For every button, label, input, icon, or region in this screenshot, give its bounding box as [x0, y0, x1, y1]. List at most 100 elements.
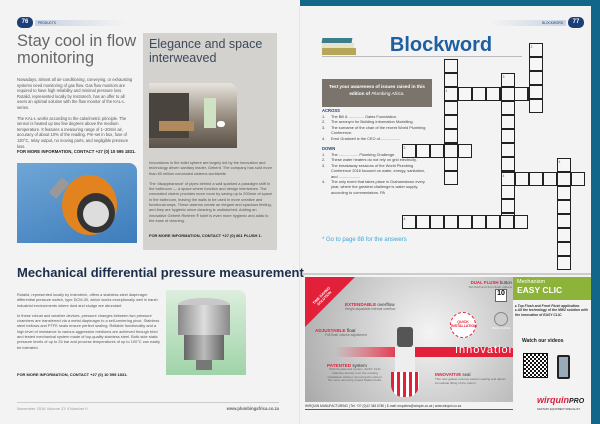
crossword-cell[interactable] [557, 186, 571, 200]
crossword-cell[interactable] [430, 215, 444, 229]
crossword-cell[interactable] [557, 256, 571, 270]
crossword-cell[interactable] [444, 59, 458, 73]
crossword-cell[interactable] [416, 144, 430, 158]
crossword-cell[interactable] [501, 101, 515, 115]
crossword-cell[interactable] [444, 144, 458, 158]
feature-head: PATENTED [327, 363, 352, 368]
crossword-cell[interactable] [486, 215, 500, 229]
flush-mechanism [385, 302, 425, 397]
paragraph: In these robust and weather devices, pre… [17, 312, 160, 350]
crossword-cell[interactable] [472, 215, 486, 229]
crossword-cell[interactable]: 1 [444, 87, 458, 101]
crossword-cell[interactable]: 4 [501, 172, 515, 186]
product-panel-header: Mechanism EASY CLIC [513, 277, 591, 300]
clue: 3.The breakaway sessions of the World Pl… [322, 163, 432, 179]
article-title: Stay cool in flow monitoring [17, 32, 137, 67]
feature-text: This new gasket ensures perfect sealing … [435, 377, 506, 385]
crossword-cell[interactable] [444, 171, 458, 185]
crossword-cell[interactable] [486, 87, 500, 101]
crossword-cell[interactable]: 4 [557, 158, 571, 172]
crossword-cell[interactable] [557, 214, 571, 228]
crossword-cell[interactable] [557, 228, 571, 242]
crossword-cell[interactable] [444, 73, 458, 87]
crossword-cell[interactable] [430, 144, 444, 158]
crossword-cell[interactable] [514, 87, 528, 101]
clue: 2.These water heaters do not rely on gri… [322, 157, 432, 162]
crossword-cell[interactable] [557, 172, 571, 186]
crossword-cell[interactable] [472, 87, 486, 101]
crossword-cell[interactable] [501, 87, 515, 101]
crossword-cell[interactable]: 2 [402, 144, 416, 158]
crossword-cell[interactable] [501, 199, 515, 213]
crossword-cell[interactable] [500, 215, 514, 229]
crossword-cell[interactable] [571, 172, 585, 186]
crossword-cell[interactable] [501, 157, 515, 171]
phone-icon [557, 355, 570, 379]
crossword-cell[interactable] [501, 115, 515, 129]
footer-rule [17, 402, 279, 403]
videos-label[interactable]: Watch our videos [522, 338, 564, 344]
page-number: 77 [568, 17, 584, 28]
crossword-cell[interactable] [529, 71, 543, 85]
crossword-cell[interactable] [529, 99, 543, 113]
crossword-cell[interactable] [515, 172, 529, 186]
down-heading: DOWN [322, 146, 336, 152]
crossword-cell[interactable] [501, 129, 515, 143]
clue-number: 4. [322, 179, 326, 185]
paragraph: The KAL-L works according to the calorim… [17, 115, 129, 149]
clue: 3.The surname of the chair of the recent… [322, 125, 432, 136]
crossword-cell[interactable]: 4 [402, 215, 416, 229]
books-icon [321, 36, 356, 56]
crossword-cell[interactable] [444, 115, 458, 129]
crossword-cell[interactable] [458, 215, 472, 229]
crossword-cell[interactable] [529, 57, 543, 71]
answers-note: * Go to page 88 for the answers [322, 237, 407, 243]
bullet-text: All the technology of the MW2 solution w… [515, 308, 588, 317]
advert-image: TIME SAVING SOLUTION EXTENDABLE overflow… [305, 277, 513, 402]
panel-title: EASY CLIC [517, 285, 563, 295]
dual-flush-badge: DUAL FLUSH [491, 312, 511, 330]
bullet-text: Top Flush and Front Flush application. [517, 304, 581, 308]
intro-text: Test your awareness of issues raised in … [329, 84, 425, 96]
crossword-cell[interactable] [444, 101, 458, 115]
crossword-cell[interactable] [458, 87, 472, 101]
crossword-cell[interactable] [458, 144, 472, 158]
brand-name: wirquin [537, 395, 569, 405]
feature-word: system [351, 363, 367, 368]
crossword-cell[interactable] [416, 215, 430, 229]
article-body: Innovations in the toilet sphere are lar… [149, 160, 274, 228]
contact-line: FOR MORE INFORMATION, CONTACT +27 (0) 10… [17, 372, 128, 377]
crossword-cell[interactable] [444, 157, 458, 171]
website-link[interactable]: www.plumbingafrica.co.za [226, 406, 279, 411]
clue-text: These water heaters do not rely on grid … [331, 157, 417, 163]
crossword-cell[interactable] [557, 200, 571, 214]
page-title: Blockword [389, 34, 493, 56]
qr-code[interactable] [523, 353, 548, 378]
crossword-cell[interactable] [501, 185, 515, 199]
crossword-cell[interactable]: 3 [501, 73, 515, 87]
crossword-cell[interactable] [444, 129, 458, 143]
crossword-cell[interactable]: 2 [529, 43, 543, 57]
clue-text: The acronym for Building Information Mod… [331, 119, 414, 125]
clue-text: The breakaway sessions of the World Plum… [331, 162, 426, 179]
article-body: Nowadays, almost all air-conditioning, c… [17, 77, 135, 154]
section-label: PRODUCTS [35, 20, 127, 26]
crossword-cell[interactable] [529, 85, 543, 99]
across-heading: ACROSS [322, 108, 340, 113]
dual-flush-text: DUAL FLUSH [491, 326, 511, 330]
crossword-cell[interactable] [444, 215, 458, 229]
feature-box: Elegance and space interweaved Innovatio… [143, 33, 277, 250]
crossword-cell[interactable] [529, 172, 543, 186]
crossword-cell[interactable] [501, 143, 515, 157]
feature-word: button [498, 280, 512, 285]
feature-head: INNOVATIVE [435, 372, 462, 377]
crossword-cell[interactable] [514, 215, 528, 229]
feature-head: EXTENDABLE [345, 302, 377, 307]
article-title: Elegance and space interweaved [149, 37, 263, 65]
quick-install-seal: QUICK INSTALLATION [450, 312, 477, 338]
crossword-cell[interactable] [543, 172, 557, 186]
crossword-cell[interactable] [557, 242, 571, 256]
clue-text: The Bill & .............. Gates Foundati… [331, 114, 397, 119]
brand-tagline: SANITARY EQUIPMENT SPECIALIST [537, 408, 580, 411]
ad-footer: WIRQUIN MANUFACTURING | Tel: +27 (0)12 3… [305, 403, 513, 410]
